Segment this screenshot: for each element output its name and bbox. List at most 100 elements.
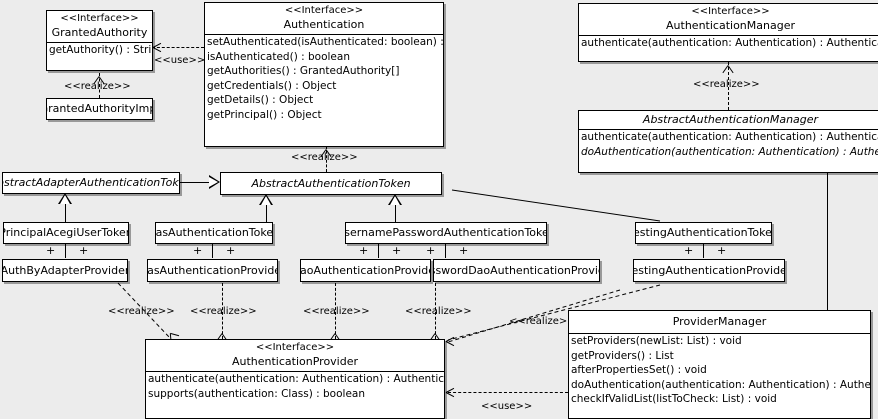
class-name-cas-authentication-provider: CasAuthenticationProvider bbox=[147, 263, 277, 277]
class-operations-granted-authority: getAuthority() : String bbox=[47, 43, 152, 58]
class-header-authentication: <<Interface>> Authentication bbox=[205, 3, 443, 34]
class-name-auth-by-adapter-provider: AuthByAdapterProvider bbox=[2, 263, 128, 277]
class-separator-authentication-provider bbox=[146, 371, 444, 372]
class-name-authentication: Authentication bbox=[283, 18, 365, 31]
class-name-granted-authority: GrantedAuthority bbox=[51, 26, 148, 39]
class-name-testing-authentication-provider: TestingAuthenticationProvider bbox=[633, 263, 785, 277]
stereotype-interface-authentication-provider: <<Interface>> bbox=[255, 342, 335, 353]
assoc-marker-upat2-left: + bbox=[426, 244, 436, 257]
label-realize-daoauthenticationprovider: <<realize>> bbox=[303, 306, 370, 317]
assoc-marker-cas-left: + bbox=[193, 244, 203, 257]
class-testing-authentication-token[interactable]: TestingAuthenticationToken bbox=[635, 222, 772, 244]
label-realize-abstractauthenticationmanager: <<realize>> bbox=[693, 79, 760, 90]
class-cas-authentication-token[interactable]: CasAuthenticationToken bbox=[155, 222, 273, 244]
edge-assoc-principalacegi-authbyadapter bbox=[65, 243, 66, 258]
class-separator-provider-manager bbox=[569, 333, 870, 334]
edge-assoc-testingtoken-testingprovider bbox=[703, 243, 704, 258]
assoc-marker-cas-right: + bbox=[226, 244, 236, 257]
class-granted-authority[interactable]: <<Interface>> GrantedAuthority getAuthor… bbox=[46, 10, 153, 71]
operation-doauthentication-abstract-manager: doAuthentication(authentication: Authent… bbox=[581, 145, 878, 158]
class-name-password-dao-authentication-provider: PasswordDaoAuthenticationProvider bbox=[434, 263, 599, 277]
class-authentication-provider[interactable]: <<Interface>> AuthenticationProvider aut… bbox=[145, 339, 445, 419]
edge-realize-grantedauthorityimpl bbox=[99, 73, 100, 98]
class-auth-by-adapter-provider[interactable]: AuthByAdapterProvider bbox=[2, 259, 128, 282]
operation-doauthentication-provider-manager: doAuthentication(authentication: Authent… bbox=[571, 378, 871, 391]
class-name-cas-authentication-token: CasAuthenticationToken bbox=[155, 226, 273, 239]
class-name-authentication-manager: AuthenticationManager bbox=[666, 19, 795, 32]
edge-assoc-upat-passworddaoprovider bbox=[445, 243, 446, 258]
edge-realize-passworddaoauthenticationprovider bbox=[435, 283, 436, 339]
operation-isauthenticated: isAuthenticated() : boolean bbox=[207, 50, 350, 63]
edge-generalize-casauthenticationtoken bbox=[266, 205, 267, 222]
class-header-provider-manager: ProviderManager bbox=[569, 311, 870, 333]
assoc-marker-upat-right: + bbox=[392, 244, 402, 257]
operation-getauthority: getAuthority() : String bbox=[49, 44, 152, 56]
operation-authenticate-abstract-manager: authenticate(authentication: Authenticat… bbox=[581, 131, 878, 143]
class-separator-abstract-authentication-manager bbox=[579, 129, 878, 130]
class-password-dao-authentication-provider[interactable]: PasswordDaoAuthenticationProvider bbox=[433, 259, 600, 282]
operation-authenticate-manager: authenticate(authentication: Authenticat… bbox=[581, 37, 878, 49]
edge-generalize-usernamepasswordtoken bbox=[395, 205, 396, 222]
label-realize-abstractauthenticationtoken: <<realize>> bbox=[291, 152, 358, 163]
class-abstract-authentication-manager[interactable]: AbstractAuthenticationManager authentica… bbox=[578, 110, 878, 173]
class-name-dao-authentication-provider: DaoAuthenticationProvider bbox=[300, 263, 430, 277]
assoc-marker-testing-right: + bbox=[717, 244, 727, 257]
edge-assoc-castoken-casprovider bbox=[212, 243, 213, 258]
label-realize-grantedauthorityimpl: <<realize>> bbox=[64, 81, 131, 92]
assoc-marker-upat2-right: + bbox=[459, 244, 469, 257]
class-cas-authentication-provider[interactable]: CasAuthenticationProvider bbox=[147, 259, 278, 282]
class-username-password-authentication-token[interactable]: UsernamePasswordAuthenticationToken bbox=[345, 222, 547, 244]
assoc-marker-principalacegi-left: + bbox=[46, 244, 56, 257]
operation-checkifvalidlist: checkIfValidList(listToCheck: List) : vo… bbox=[571, 393, 777, 405]
stereotype-interface-authentication: <<Interface>> bbox=[284, 5, 364, 16]
label-realize-passworddaoauthenticationprovider: <<realize>> bbox=[405, 306, 472, 317]
edge-use-grantedauthority bbox=[152, 47, 204, 48]
operation-getprincipal: getPrincipal() : Object bbox=[207, 108, 322, 121]
class-abstract-authentication-token[interactable]: AbstractAuthenticationToken bbox=[220, 172, 442, 195]
class-abstract-adapter-authentication-token[interactable]: AbstractAdapterAuthenticationToken bbox=[2, 172, 180, 194]
assoc-marker-upat-left: + bbox=[359, 244, 369, 257]
class-operations-provider-manager: setProviders(newList: List) : void getPr… bbox=[569, 334, 870, 407]
class-name-abstract-authentication-manager: AbstractAuthenticationManager bbox=[642, 113, 819, 126]
class-authentication-manager[interactable]: <<Interface>> AuthenticationManager auth… bbox=[578, 3, 878, 62]
class-header-abstract-authentication-manager: AbstractAuthenticationManager bbox=[579, 111, 878, 129]
class-header-granted-authority: <<Interface>> GrantedAuthority bbox=[47, 11, 152, 42]
class-provider-manager[interactable]: ProviderManager setProviders(newList: Li… bbox=[568, 310, 871, 419]
operation-authenticate-provider: authenticate(authentication: Authenticat… bbox=[148, 373, 445, 385]
label-use-grantedauthority: <<use>> bbox=[154, 55, 206, 66]
edge-generalize-providermanager bbox=[827, 173, 828, 310]
edge-generalize-abstractadapter bbox=[180, 182, 210, 183]
class-separator-authentication-manager bbox=[579, 35, 878, 36]
class-operations-authentication: setAuthenticated(isAuthenticated: boolea… bbox=[205, 35, 443, 122]
class-operations-authentication-manager: authenticate(authentication: Authenticat… bbox=[579, 36, 878, 51]
stereotype-interface-authentication-manager: <<Interface>> bbox=[691, 6, 770, 17]
label-realize-authbyadapterprovider: <<realize>> bbox=[108, 306, 175, 317]
class-principal-acegi-user-token[interactable]: PrincipalAcegiUserToken bbox=[3, 222, 129, 244]
class-name-authentication-provider: AuthenticationProvider bbox=[231, 355, 359, 368]
edge-use-providermanager bbox=[448, 392, 568, 393]
operation-supports-provider: supports(authentication: Class) : boolea… bbox=[148, 387, 365, 400]
operation-afterpropertiesset: afterPropertiesSet() : void bbox=[571, 364, 707, 376]
class-separator-granted-authority bbox=[47, 42, 152, 43]
stereotype-interface-granted-authority: <<Interface>> bbox=[60, 13, 139, 24]
label-realize-casauthenticationprovider: <<realize>> bbox=[190, 306, 257, 317]
class-separator-authentication bbox=[205, 34, 443, 35]
class-header-authentication-manager: <<Interface>> AuthenticationManager bbox=[579, 4, 878, 35]
class-name-granted-authority-impl: GrantedAuthorityImpl bbox=[46, 102, 152, 115]
class-dao-authentication-provider[interactable]: DaoAuthenticationProvider bbox=[300, 259, 431, 282]
edge-realize-abstractauthenticationmanager bbox=[728, 62, 729, 110]
operation-getproviders: getProviders() : List bbox=[571, 349, 674, 362]
class-granted-authority-impl[interactable]: GrantedAuthorityImpl bbox=[46, 98, 153, 120]
class-name-principal-acegi-user-token: PrincipalAcegiUserToken bbox=[3, 226, 129, 239]
operation-getcredentials: getCredentials() : Object bbox=[207, 79, 337, 92]
assoc-marker-testing-left: + bbox=[684, 244, 694, 257]
edge-realize-casauthenticationprovider bbox=[222, 283, 223, 339]
class-name-testing-authentication-token: TestingAuthenticationToken bbox=[635, 226, 772, 239]
class-name-username-password-authentication-token: UsernamePasswordAuthenticationToken bbox=[345, 226, 547, 239]
class-authentication[interactable]: <<Interface>> Authentication setAuthenti… bbox=[204, 2, 444, 147]
class-operations-abstract-authentication-manager: authenticate(authentication: Authenticat… bbox=[579, 130, 878, 159]
operation-getauthorities: getAuthorities() : GrantedAuthority[] bbox=[207, 65, 400, 77]
class-testing-authentication-provider[interactable]: TestingAuthenticationProvider bbox=[633, 259, 785, 282]
edge-assoc-upat-daoprovider bbox=[378, 243, 379, 258]
